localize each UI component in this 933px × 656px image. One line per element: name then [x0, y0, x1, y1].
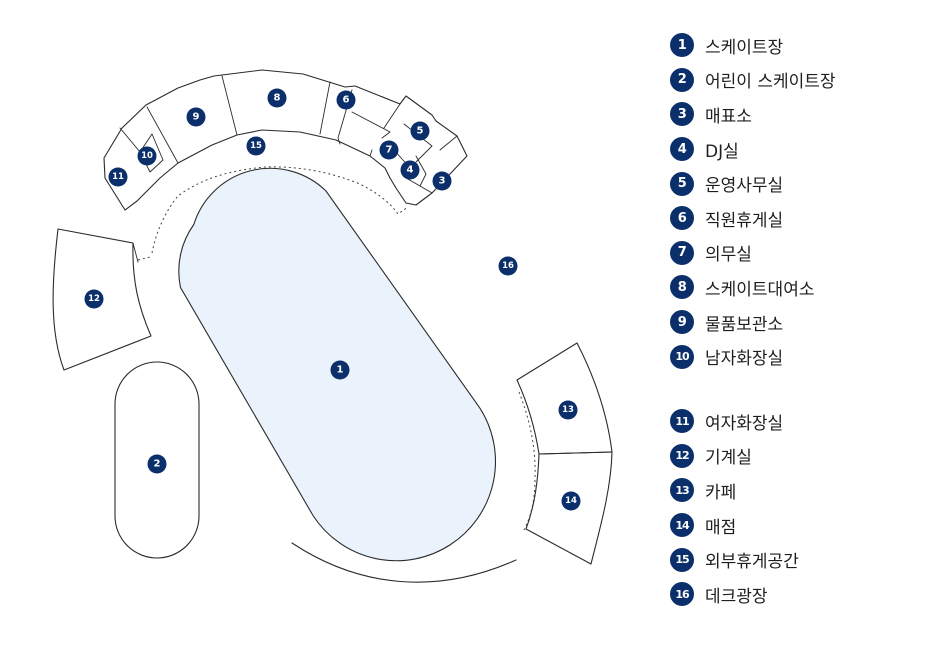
legend-number-badge: 7: [670, 240, 694, 265]
legend-label: 카페: [705, 482, 737, 503]
svg-text:3: 3: [439, 176, 446, 187]
svg-text:11: 11: [112, 172, 124, 182]
marker-2[interactable]: 2: [147, 454, 167, 474]
legend-label: 의무실: [705, 245, 752, 266]
legend-label: 직원휴게실: [705, 210, 784, 231]
legend-number-badge: 10: [670, 344, 694, 369]
legend-item-14[interactable]: 14 매점: [670, 508, 920, 543]
marker-4[interactable]: 4: [400, 160, 420, 180]
legend-item-11[interactable]: 11 여자화장실: [670, 404, 920, 439]
cafe-dashed-boundary: [518, 391, 536, 531]
machine-room: [52, 228, 152, 371]
legend-number-badge: 2: [670, 67, 694, 92]
marker-14[interactable]: 14: [561, 491, 581, 511]
svg-text:1: 1: [337, 365, 344, 376]
marker-11[interactable]: 11: [108, 167, 128, 187]
legend-item-8[interactable]: 8 스케이트대여소: [670, 270, 920, 305]
legend-number-badge: 16: [670, 582, 694, 607]
legend-item-13[interactable]: 13 카페: [670, 473, 920, 508]
legend-number-badge: 13: [670, 478, 694, 503]
legend-label: 매표소: [705, 106, 752, 127]
legend-item-16[interactable]: 16 데크광장: [670, 577, 920, 612]
marker-13[interactable]: 13: [558, 400, 578, 420]
marker-7[interactable]: 7: [379, 140, 399, 160]
legend-item-9[interactable]: 9 물품보관소: [670, 305, 920, 340]
legend-item-7[interactable]: 7 의무실: [670, 236, 920, 271]
legend-number-badge: 12: [670, 443, 694, 468]
legend-label: 스케이트대여소: [705, 279, 815, 300]
svg-text:2: 2: [154, 459, 161, 470]
marker-8[interactable]: 8: [267, 88, 287, 108]
legend-number-badge: 5: [670, 171, 694, 196]
legend-item-10[interactable]: 10 남자화장실: [670, 339, 920, 374]
svg-text:6: 6: [343, 95, 350, 106]
rink-outer-arc: [291, 542, 517, 583]
legend-label: 운영사무실: [705, 176, 784, 197]
legend-item-4[interactable]: 4 DJ실: [670, 132, 920, 167]
legend-label: 스케이트장: [705, 37, 784, 58]
legend-label: 데크광장: [705, 586, 768, 607]
legend-number-badge: 8: [670, 275, 694, 300]
legend-label: 기계실: [705, 448, 752, 469]
legend-label: 어린이 스케이트장: [705, 72, 836, 93]
svg-text:4: 4: [407, 165, 414, 176]
legend-label: 여자화장실: [705, 413, 784, 434]
svg-text:9: 9: [193, 112, 200, 123]
marker-5[interactable]: 5: [410, 121, 430, 141]
legend-label: 남자화장실: [705, 349, 784, 370]
rest-area-dash-tail: [137, 256, 151, 261]
svg-text:10: 10: [141, 151, 153, 161]
legend-item-15[interactable]: 15 외부휴게공간: [670, 542, 920, 577]
outdoor-rest-area-boundary: [151, 166, 409, 254]
legend-label: 매점: [705, 517, 737, 538]
svg-text:14: 14: [565, 496, 577, 506]
legend-number-badge: 14: [670, 513, 694, 538]
legend-item-6[interactable]: 6 직원휴게실: [670, 201, 920, 236]
legend-label: 물품보관소: [705, 314, 784, 335]
facility-legend: 1 스케이트장 2 어린이 스케이트장 3 매표소 4 DJ실 5 운영사무실 …: [670, 28, 920, 612]
marker-9[interactable]: 9: [186, 107, 206, 127]
marker-16[interactable]: 16: [498, 256, 518, 276]
legend-item-3[interactable]: 3 매표소: [670, 97, 920, 132]
legend-number-badge: 11: [670, 409, 694, 434]
marker-15[interactable]: 15: [246, 136, 266, 156]
legend-item-2[interactable]: 2 어린이 스케이트장: [670, 63, 920, 98]
marker-1[interactable]: 1: [330, 360, 350, 380]
cafe-room: [516, 342, 613, 455]
legend-item-5[interactable]: 5 운영사무실: [670, 166, 920, 201]
svg-text:8: 8: [274, 93, 281, 104]
legend-number-badge: 4: [670, 137, 694, 162]
marker-6[interactable]: 6: [336, 90, 356, 110]
legend-number-badge: 15: [670, 547, 694, 572]
legend-number-badge: 9: [670, 310, 694, 335]
marker-3[interactable]: 3: [432, 171, 452, 191]
legend-item-12[interactable]: 12 기계실: [670, 439, 920, 474]
svg-text:15: 15: [250, 141, 262, 151]
legend-label: DJ실: [705, 141, 739, 162]
legend-number-badge: 1: [670, 33, 694, 58]
upper-building-inner-wall: [104, 129, 417, 211]
svg-text:13: 13: [562, 405, 574, 415]
marker-12[interactable]: 12: [84, 289, 104, 309]
svg-text:16: 16: [502, 261, 514, 271]
machine-room-wall: [132, 242, 139, 263]
snack-shop-room: [525, 451, 613, 565]
legend-label: 외부휴게공간: [705, 552, 799, 573]
legend-number-badge: 6: [670, 206, 694, 231]
legend-item-1[interactable]: 1 스케이트장: [670, 28, 920, 63]
legend-number-badge: 3: [670, 102, 694, 127]
svg-text:7: 7: [386, 145, 393, 156]
marker-10[interactable]: 10: [137, 146, 157, 166]
svg-text:5: 5: [417, 126, 424, 137]
svg-text:12: 12: [88, 294, 100, 304]
